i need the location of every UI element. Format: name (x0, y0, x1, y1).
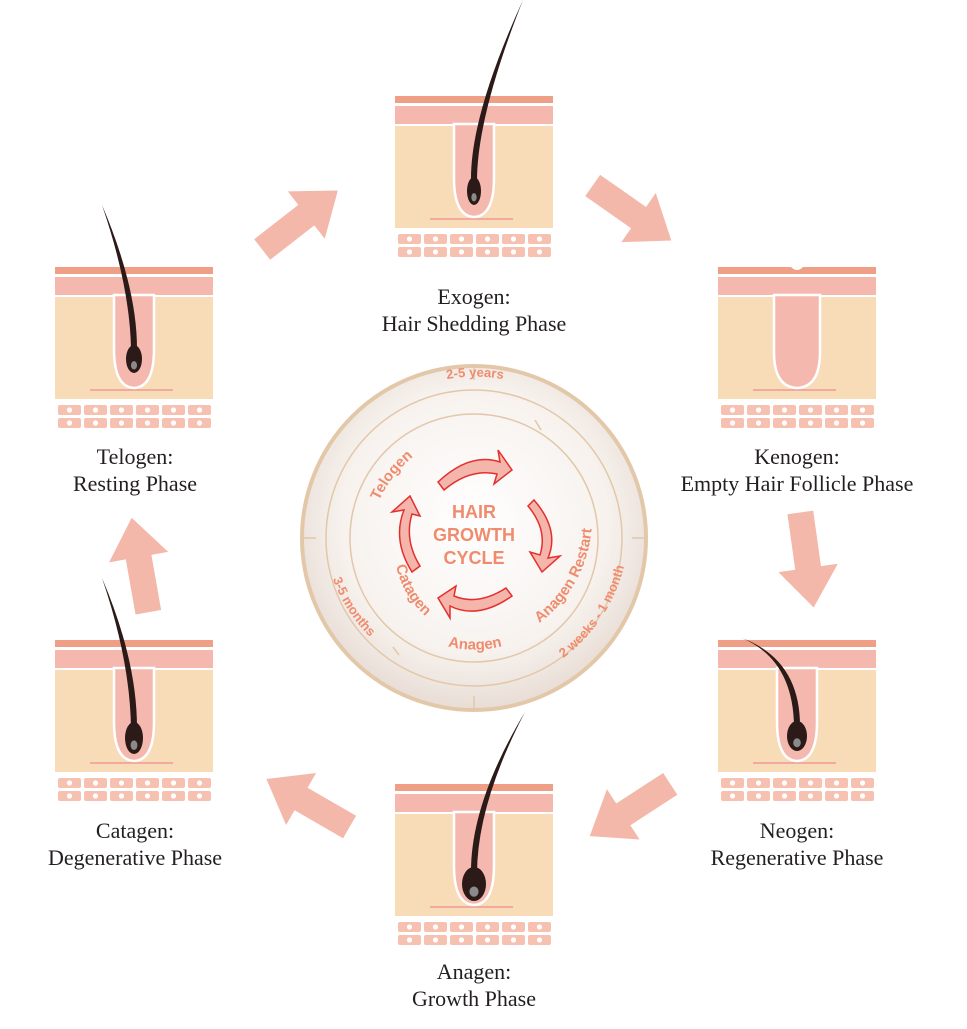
phase-label-exogen: Exogen: Hair Shedding Phase (314, 283, 634, 337)
epidermis-layer (55, 277, 213, 295)
phase-name: Telogen: (96, 444, 174, 469)
arrow-catagen-to-telogen (109, 517, 169, 615)
epidermis-layer (718, 277, 876, 295)
phase-name: Neogen: (759, 818, 835, 843)
skin-panel-kenogen (718, 267, 876, 428)
center-title-line-2: GROWTH (433, 525, 515, 545)
hair-shaft (470, 712, 525, 874)
arrow-anagen-to-catagen (266, 773, 357, 839)
inner-cycle-arrows (389, 449, 563, 621)
phase-description: Empty Hair Follicle Phase (680, 471, 914, 496)
epidermis-layer (395, 794, 553, 812)
hair-shaft (470, 0, 523, 181)
skin-panel-anagen (395, 712, 553, 945)
epidermis-layer (55, 650, 213, 668)
epidermis-layer (718, 650, 876, 668)
phase-label-kenogen: Kenogen: Empty Hair Follicle Phase (637, 443, 957, 497)
phase-name: Kenogen: (754, 444, 840, 469)
flow-arrows (109, 174, 838, 840)
center-title-line-3: CYCLE (443, 548, 504, 568)
phase-label-catagen: Catagen: Degenerative Phase (0, 817, 295, 871)
hair-shaft (102, 205, 137, 349)
phase-description: Resting Phase (72, 471, 198, 496)
phase-label-anagen: Anagen: Growth Phase (314, 958, 634, 1012)
disc-ring-inner (349, 413, 599, 663)
dermal-papilla (471, 193, 477, 202)
phase-name: Anagen: (436, 959, 512, 984)
arrow-kenogen-to-neogen (778, 510, 838, 608)
hair-shaft (102, 578, 137, 728)
phase-label-telogen: Telogen: Resting Phase (0, 443, 295, 497)
cell-layer (58, 778, 211, 801)
phase-description: Hair Shedding Phase (381, 311, 567, 336)
hair-shaft (742, 638, 800, 726)
skin-panel-telogen (55, 205, 213, 428)
epidermis-layer (395, 106, 553, 124)
cell-layer (721, 778, 874, 801)
hair-bulb (462, 867, 486, 901)
center-title-line-1: HAIR (452, 502, 496, 522)
cell-layer (398, 922, 551, 945)
dermal-papilla (469, 886, 479, 897)
phase-name: Exogen: (437, 284, 511, 309)
cell-layer (721, 405, 874, 428)
phase-label-neogen: Neogen: Regenerative Phase (637, 817, 957, 871)
skin-panels (55, 0, 876, 945)
arrow-exogen-to-kenogen (585, 174, 672, 243)
center-disc: HAIR GROWTH CYCLE 2-5 years Telogen Cata… (300, 364, 648, 712)
skin-panel-neogen (718, 638, 876, 801)
cell-layer (58, 405, 211, 428)
ring-label-top: 2-5 years (445, 365, 505, 383)
phase-description: Growth Phase (411, 986, 537, 1011)
empty-follicle (772, 293, 822, 390)
arrow-neogen-to-anagen (589, 772, 678, 840)
phase-name: Catagen: (95, 818, 175, 843)
hair-bulb (125, 722, 143, 754)
dermal-papilla (130, 361, 138, 370)
cell-layer (398, 234, 551, 257)
skin-panel-exogen (395, 0, 553, 257)
arrow-telogen-to-exogen (254, 190, 338, 260)
hair-bulb (126, 345, 142, 373)
phase-description: Degenerative Phase (47, 845, 223, 870)
skin-panel-catagen (55, 578, 213, 801)
dermal-papilla (130, 740, 138, 750)
hair-bulb (787, 721, 807, 751)
disc-ring-outer (325, 389, 623, 687)
dermal-papilla (793, 738, 801, 748)
ring-label-anagen: Anagen (447, 634, 503, 654)
hair-bulb (467, 177, 481, 205)
phase-description: Regenerative Phase (710, 845, 884, 870)
